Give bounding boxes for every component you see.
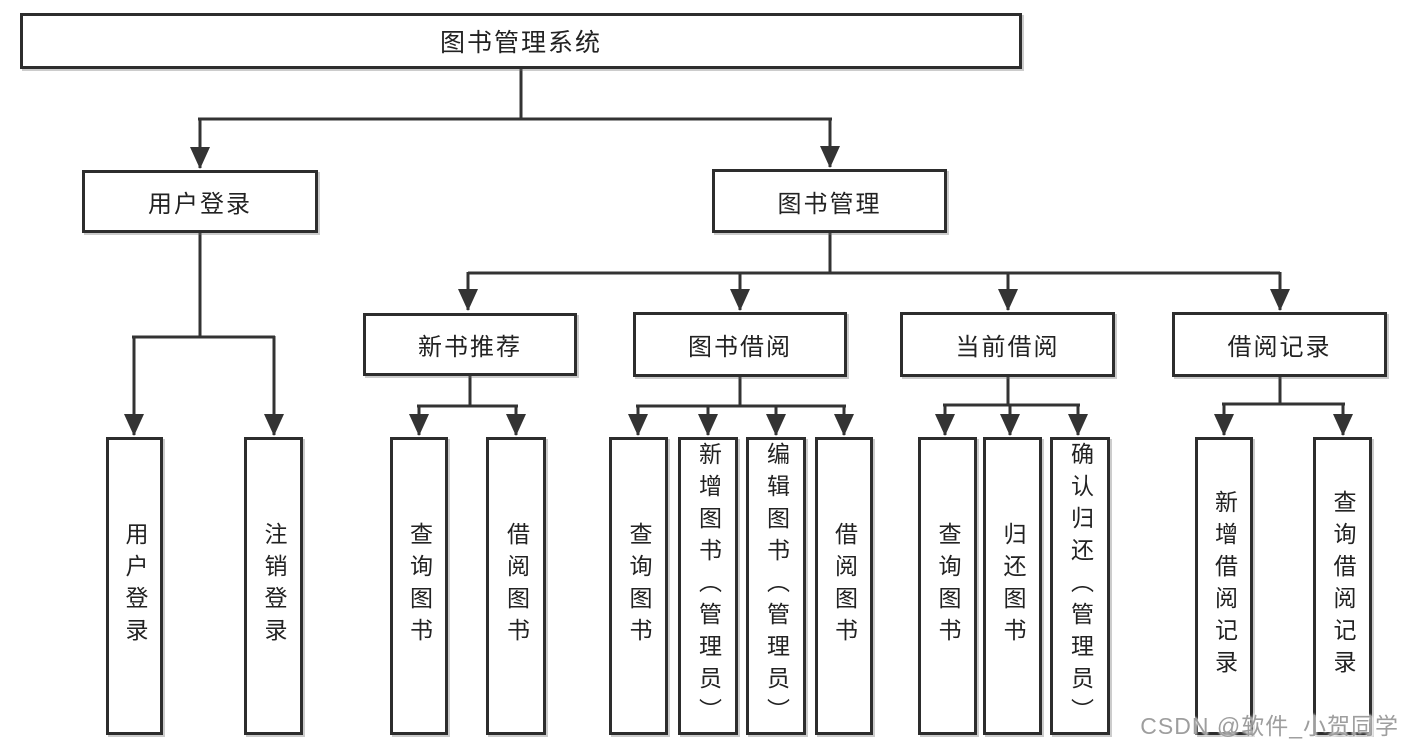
node-new-book-recommend: 新书推荐	[363, 313, 577, 376]
node-label: 查询图书	[935, 522, 961, 650]
connector-current-borrow-children	[935, 377, 1088, 436]
node-label: 查询图书	[406, 522, 433, 650]
leaf-add-book-admin: 新增图书（管理员）	[678, 437, 738, 735]
node-label: 新书推荐	[418, 334, 522, 361]
node-label: 查询借阅记录	[1330, 490, 1356, 682]
connector-book-mgmt-to-level3	[458, 233, 1290, 311]
node-label: 用户登录	[122, 522, 148, 650]
leaf-confirm-return-admin: 确认归还（管理员）	[1050, 437, 1110, 735]
node-label: 当前借阅	[955, 334, 1060, 361]
node-label: 借阅图书	[503, 522, 530, 650]
node-book-borrow: 图书借阅	[633, 312, 847, 377]
connector-user-login-children	[124, 233, 284, 436]
node-label: 图书管理	[777, 190, 882, 218]
connector-new-book-recommend-children	[409, 376, 526, 436]
node-label: 编辑图书（管理员）	[763, 442, 790, 730]
leaf-query-borrow-record: 查询借阅记录	[1313, 437, 1372, 735]
node-user-login: 用户登录	[82, 170, 318, 233]
node-label: 图书管理系统	[439, 29, 602, 57]
connector-book-borrow-children	[628, 377, 854, 436]
leaf-user-login: 用户登录	[106, 437, 163, 735]
node-label: 查询图书	[626, 522, 652, 650]
node-label: 新增借阅记录	[1211, 490, 1238, 682]
node-label: 新增图书（管理员）	[695, 442, 722, 730]
node-label: 归还图书	[1000, 522, 1026, 650]
node-label: 用户登录	[148, 191, 252, 218]
leaf-borrow-books: 借阅图书	[815, 437, 873, 735]
node-label: 图书借阅	[688, 334, 792, 361]
connector-borrow-records-children	[1214, 377, 1353, 436]
leaf-edit-book-admin: 编辑图书（管理员）	[746, 437, 806, 735]
node-label: 借阅记录	[1227, 334, 1332, 361]
leaf-return-book: 归还图书	[983, 437, 1042, 735]
leaf-query-books-recommend: 查询图书	[390, 437, 448, 735]
leaf-logout: 注销登录	[244, 437, 303, 735]
connector-root-to-level2	[190, 69, 840, 169]
node-label: 借阅图书	[831, 522, 858, 650]
csdn-watermark: CSDN @软件_小贺同学	[1140, 713, 1399, 739]
node-library-system-root: 图书管理系统	[20, 13, 1022, 69]
node-borrow-records: 借阅记录	[1172, 312, 1387, 377]
node-label: 注销登录	[261, 522, 287, 650]
leaf-query-books-borrow: 查询图书	[609, 437, 668, 735]
node-book-management: 图书管理	[712, 169, 947, 233]
node-current-borrow: 当前借阅	[900, 312, 1115, 377]
leaf-add-borrow-record: 新增借阅记录	[1195, 437, 1253, 735]
node-label: 确认归还（管理员）	[1067, 442, 1094, 730]
leaf-borrow-books-recommend: 借阅图书	[486, 437, 546, 735]
leaf-query-books-current: 查询图书	[918, 437, 977, 735]
